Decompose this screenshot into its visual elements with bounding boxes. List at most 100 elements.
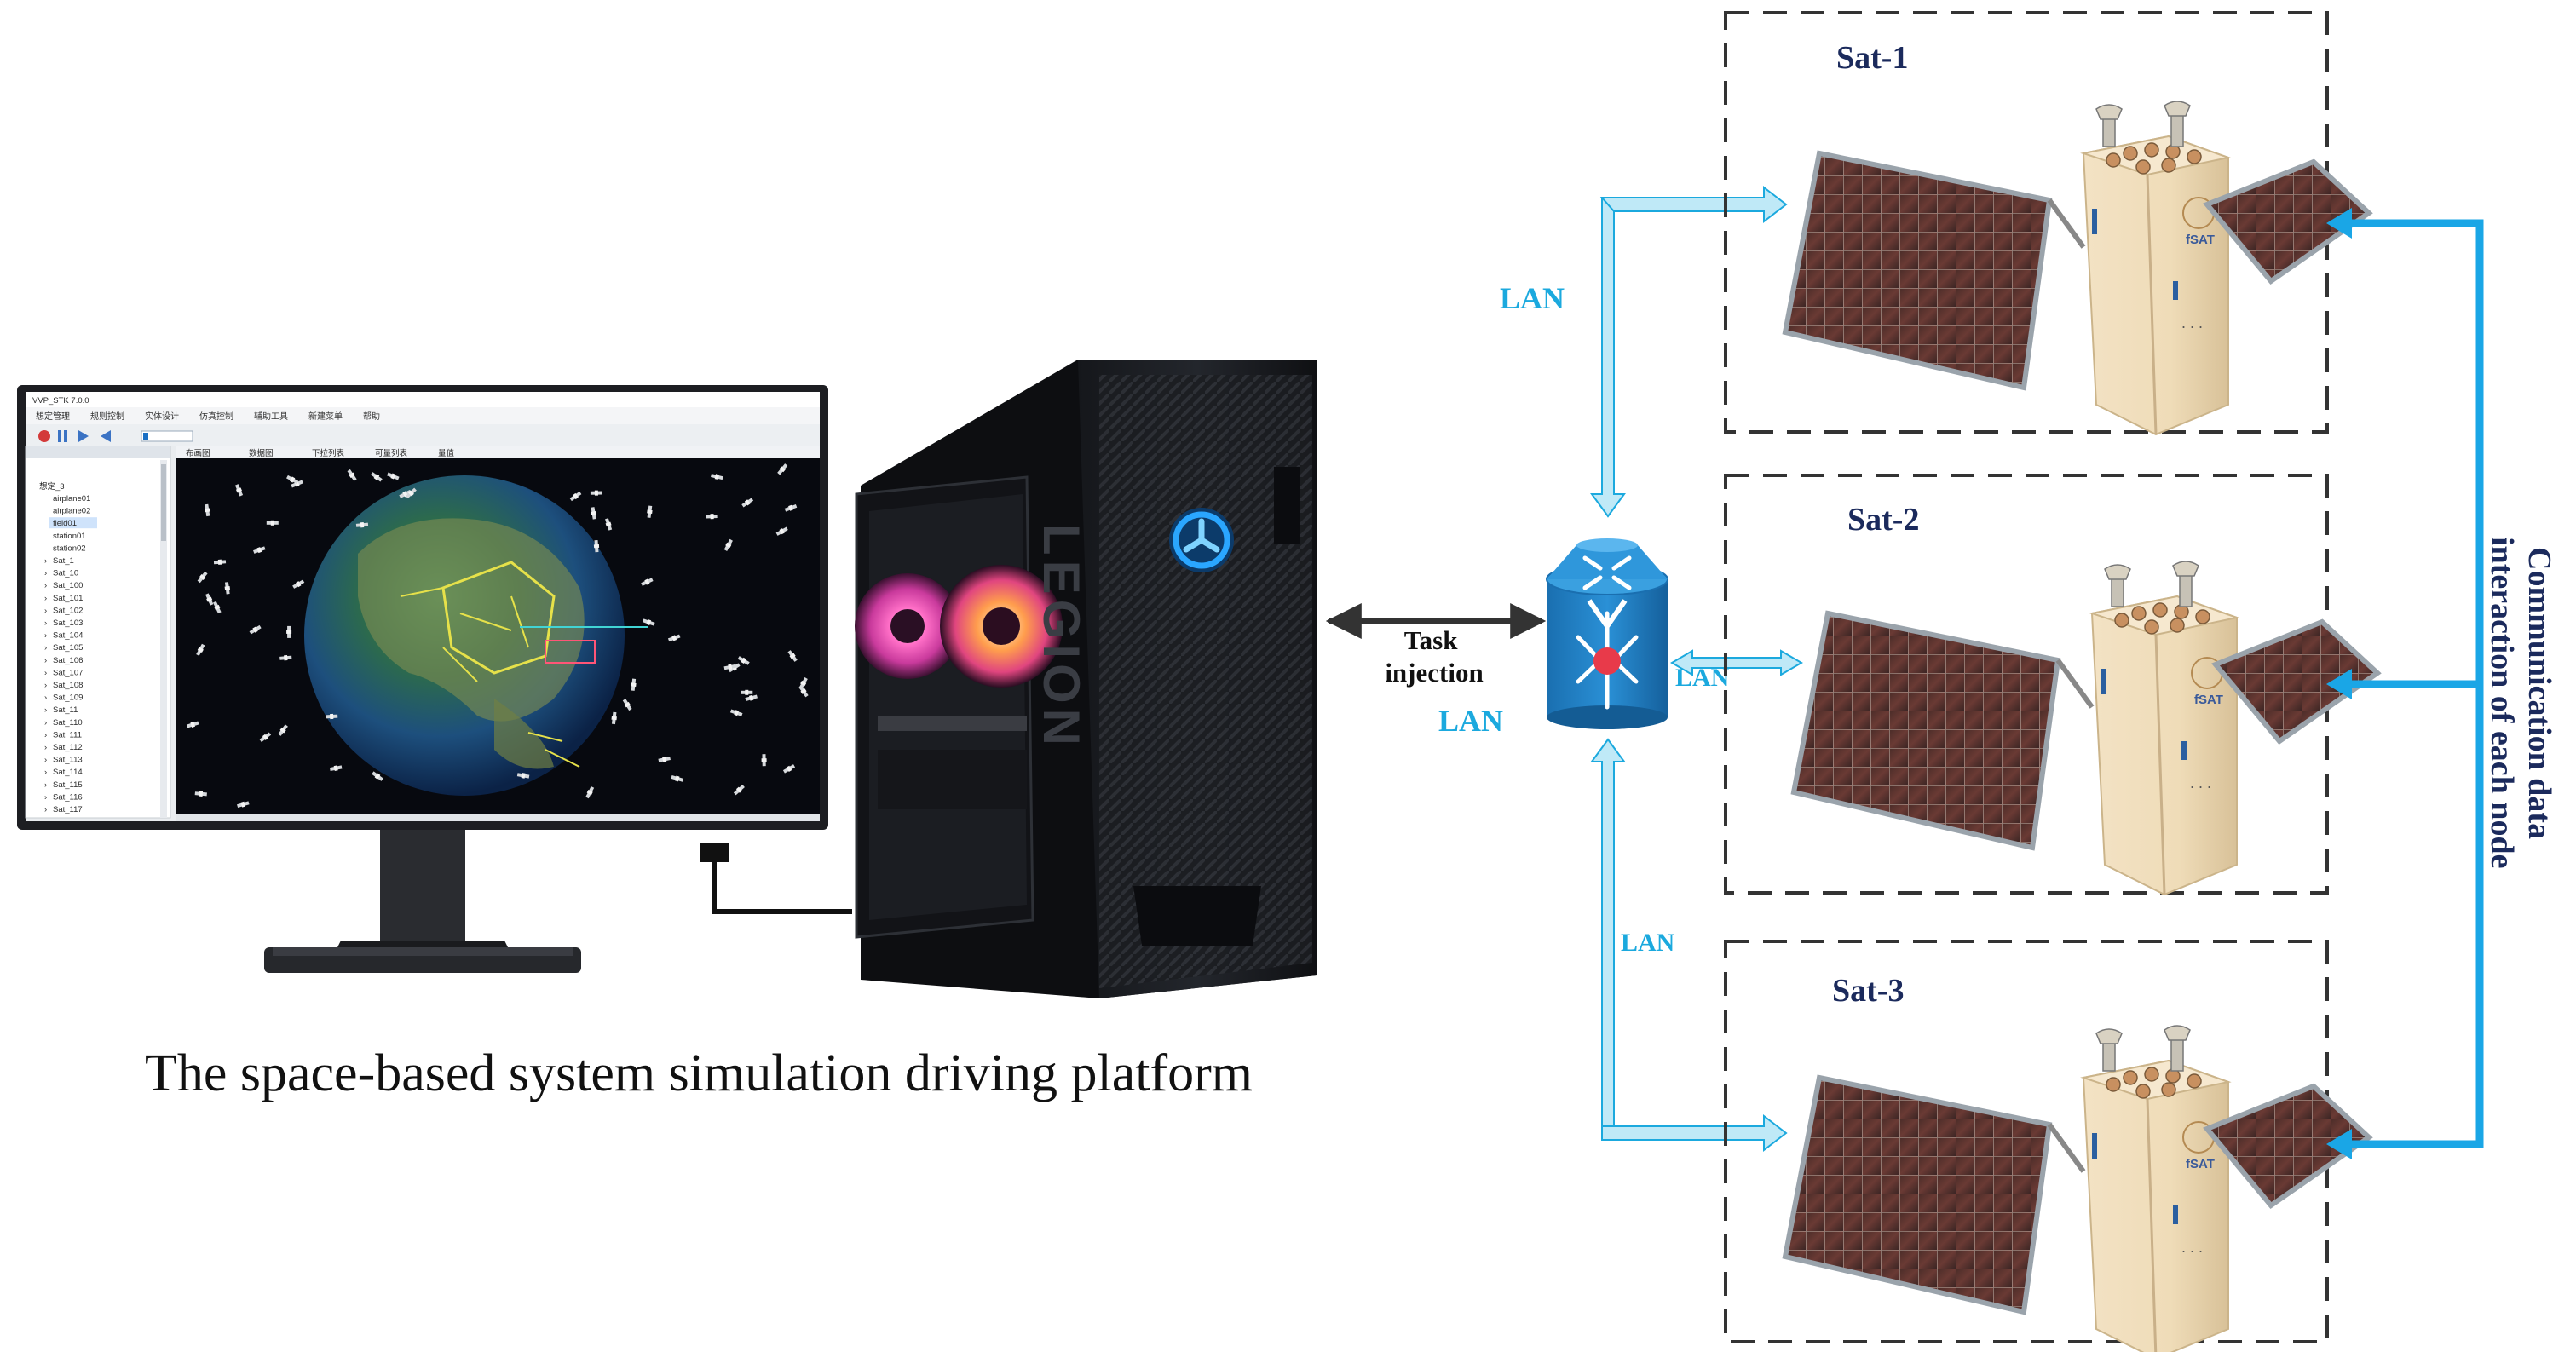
tree-expander[interactable]: › xyxy=(44,705,47,715)
view-tab[interactable]: 可量列表 xyxy=(375,448,408,458)
view-tabs: 布画图 数据图 下拉列表 可量列表 量值 xyxy=(186,448,455,458)
tree-item[interactable]: station02 xyxy=(53,544,86,553)
tree-expander[interactable]: › xyxy=(44,805,47,814)
menu-item[interactable]: 仿真控制 xyxy=(199,411,233,422)
orbit-satellite-icon xyxy=(329,765,343,772)
tree-expander[interactable]: › xyxy=(44,718,47,728)
orbit-satellite-icon xyxy=(741,689,753,695)
orbit-satellite-icon xyxy=(292,579,305,589)
tree-item[interactable]: Sat_115 xyxy=(53,780,83,790)
tree-expander[interactable]: › xyxy=(44,656,47,665)
tree-expander[interactable]: › xyxy=(44,643,47,653)
tree-item[interactable]: airplane02 xyxy=(53,507,90,516)
tree-expander[interactable]: › xyxy=(44,756,47,765)
tree-expander[interactable]: › xyxy=(44,792,47,802)
view-tab[interactable]: 量值 xyxy=(438,448,455,458)
lan-label-bottom: LAN xyxy=(1621,929,1675,957)
orbit-satellite-icon xyxy=(253,546,266,554)
orbit-satellite-icon xyxy=(711,474,723,480)
tree-expander[interactable]: › xyxy=(44,768,47,777)
orbit-satellite-icon xyxy=(196,643,205,656)
tree-expander[interactable]: › xyxy=(44,594,47,603)
orbit-satellite-icon xyxy=(658,757,671,762)
tree-item[interactable]: Sat_116 xyxy=(53,792,83,802)
window-title: VVP_STK 7.0.0 xyxy=(32,396,89,406)
tree-item[interactable]: Sat_101 xyxy=(53,594,83,603)
lan-connections xyxy=(1590,185,1803,1153)
step-back-icon[interactable] xyxy=(101,430,111,442)
tree-item[interactable]: Sat_105 xyxy=(53,643,83,653)
tree-expander[interactable]: › xyxy=(44,556,47,566)
tree-item[interactable]: Sat_109 xyxy=(53,693,83,703)
tree-item[interactable]: Sat_11 xyxy=(53,705,78,715)
tree-root[interactable]: 想定_3 xyxy=(39,481,65,492)
tree-item[interactable]: Sat_102 xyxy=(53,606,83,615)
orbit-satellite-icon xyxy=(761,754,767,767)
tree-expander[interactable]: › xyxy=(44,631,47,641)
orbit-satellite-icon xyxy=(205,593,214,606)
tree-expander[interactable]: › xyxy=(44,606,47,615)
orbit-satellite-icon xyxy=(224,582,231,595)
tree-expander[interactable]: › xyxy=(44,681,47,690)
orbit-satellite-icon xyxy=(405,487,417,499)
speed-slider[interactable] xyxy=(141,430,193,442)
view-tab[interactable]: 下拉列表 xyxy=(312,448,345,458)
tree-selection xyxy=(49,517,97,529)
tree-item[interactable]: Sat_103 xyxy=(53,618,83,628)
orbit-satellite-icon xyxy=(723,538,733,551)
orbit-satellite-icon xyxy=(249,624,262,635)
tree-expander[interactable]: › xyxy=(44,618,47,628)
tree-item[interactable]: Sat_111 xyxy=(53,730,82,739)
tree-expander[interactable]: › xyxy=(44,780,47,790)
orbit-satellite-icon xyxy=(278,724,288,736)
tree-expander[interactable]: › xyxy=(44,693,47,703)
orbit-satellite-icon xyxy=(234,484,244,497)
tree-item[interactable]: Sat_104 xyxy=(53,631,83,641)
orbit-satellite-icon xyxy=(775,526,788,536)
sat-node-1: Sat-1 xyxy=(1724,11,2369,434)
orbit-satellite-icon xyxy=(593,539,600,553)
orbit-satellite-icon xyxy=(631,678,637,691)
pause-icon[interactable] xyxy=(58,430,67,442)
tree-expander[interactable]: › xyxy=(44,569,47,578)
orbit-satellite-icon xyxy=(213,601,222,614)
tree-item[interactable]: Sat_1 xyxy=(53,556,74,566)
tree-item[interactable]: airplane01 xyxy=(53,494,90,503)
play-icon[interactable] xyxy=(78,430,89,442)
menu-item[interactable]: 新建菜单 xyxy=(308,411,343,422)
menu-item[interactable]: 实体设计 xyxy=(145,411,179,422)
menu-item[interactable]: 辅助工具 xyxy=(254,411,288,422)
orbit-satellite-icon xyxy=(355,522,369,528)
tree-expander[interactable]: › xyxy=(44,743,47,752)
record-icon[interactable] xyxy=(38,430,50,442)
tree-item[interactable]: Sat_106 xyxy=(53,656,83,665)
orbit-satellite-icon xyxy=(611,711,617,725)
tree-item[interactable]: station01 xyxy=(53,532,86,541)
menu-item[interactable]: 帮助 xyxy=(363,411,380,422)
tree-item[interactable]: Sat_10 xyxy=(53,569,78,578)
tree-item[interactable]: Sat_100 xyxy=(53,581,83,590)
tree-item[interactable]: Sat_108 xyxy=(53,681,83,690)
orbit-satellite-icon xyxy=(197,571,208,584)
communication-arrowheads xyxy=(2326,208,2352,1159)
orbit-satellite-icon xyxy=(787,650,798,662)
tree-item[interactable]: Sat_117 xyxy=(53,805,83,814)
tree-expander[interactable]: › xyxy=(44,668,47,677)
tree-item[interactable]: Sat_112 xyxy=(53,743,83,752)
tree-expander[interactable]: › xyxy=(44,581,47,590)
tree-expander[interactable]: › xyxy=(44,730,47,739)
orbit-satellite-icon xyxy=(745,694,758,701)
orbit-satellite-icon xyxy=(286,475,299,485)
task-injection-label: Task injection xyxy=(1385,625,1483,688)
tree-item[interactable]: Sat_107 xyxy=(53,668,83,677)
orbit-satellite-icon xyxy=(585,785,595,799)
menu-item[interactable]: 想定管理 xyxy=(36,411,70,422)
tree-item[interactable]: Sat_113 xyxy=(53,756,83,765)
menu-item[interactable]: 规则控制 xyxy=(90,411,124,422)
figure-caption: The space-based system simulation drivin… xyxy=(145,1044,1253,1102)
tree-item[interactable]: field01 xyxy=(53,519,77,528)
tree-item[interactable]: Sat_114 xyxy=(53,768,83,777)
tree-item[interactable]: Sat_110 xyxy=(53,718,83,728)
view-tab[interactable]: 布画图 xyxy=(186,448,210,458)
view-tab[interactable]: 数据图 xyxy=(249,448,274,458)
